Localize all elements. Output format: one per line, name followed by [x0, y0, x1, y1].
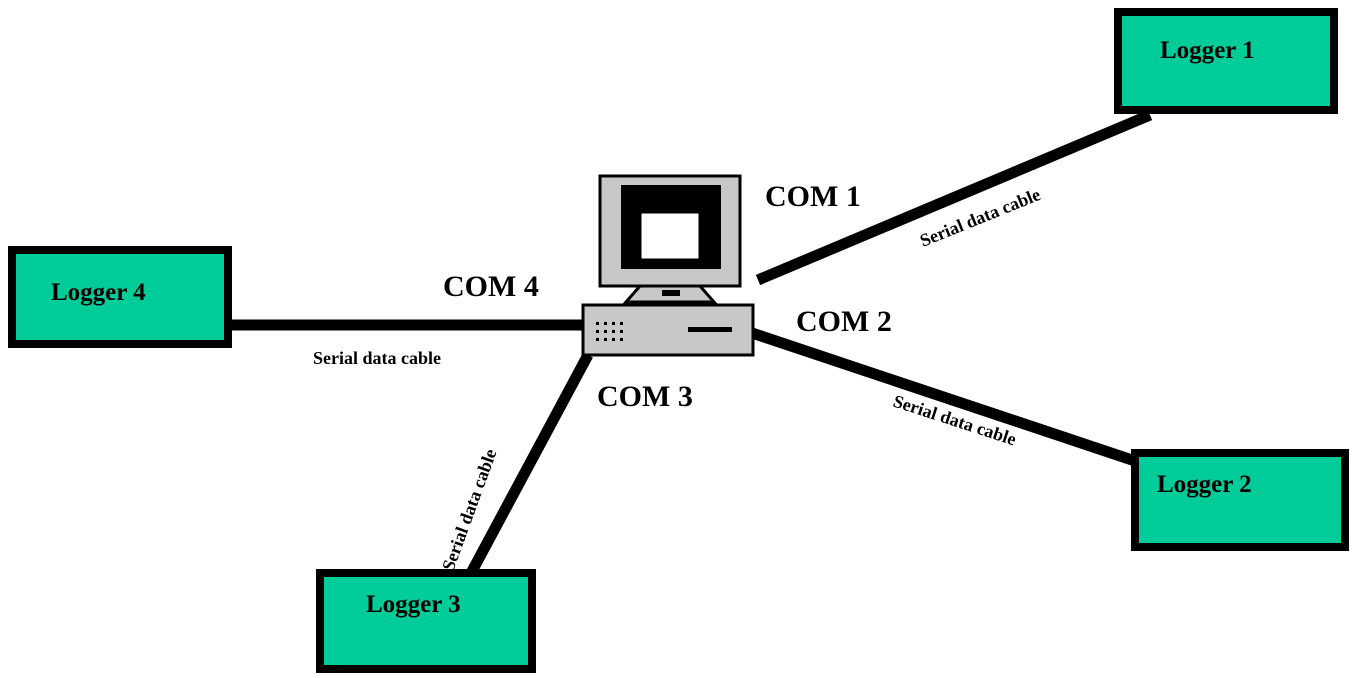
desktop-computer-icon — [581, 174, 755, 357]
cable-1-line — [755, 109, 1153, 286]
cable-1-label: Serial data cable — [917, 184, 1043, 250]
logger-4-box — [8, 246, 232, 348]
com-1-label: COM 1 — [765, 180, 861, 213]
com-4-label: COM 4 — [443, 270, 539, 303]
vent-dots — [596, 322, 623, 341]
logger-4: Logger 4 — [8, 246, 232, 348]
logger-3-label: Logger 3 — [366, 591, 461, 618]
com-3-label: COM 3 — [597, 380, 693, 413]
monitor-screen — [638, 210, 702, 262]
drive-slot — [688, 327, 732, 332]
com-2-label: COM 2 — [796, 305, 892, 338]
logger-4-label: Logger 4 — [51, 279, 146, 306]
cable-4-label: Serial data cable — [313, 348, 441, 368]
logger-2-label: Logger 2 — [1157, 471, 1252, 498]
logger-2-box — [1131, 449, 1349, 551]
cable-3-line — [465, 352, 593, 578]
logger-3: Logger 3 — [316, 569, 536, 673]
cable-3-label: Serial data cable — [438, 446, 501, 573]
cables — [228, 109, 1153, 578]
monitor-stand-slot — [662, 290, 680, 296]
logger-2: Logger 2 — [1131, 449, 1349, 551]
logger-1-label: Logger 1 — [1160, 37, 1255, 64]
logger-1: Logger 1 — [1114, 8, 1338, 114]
cable-2-line — [750, 327, 1140, 468]
logger-3-box — [316, 569, 536, 673]
logger-1-box — [1114, 8, 1338, 114]
